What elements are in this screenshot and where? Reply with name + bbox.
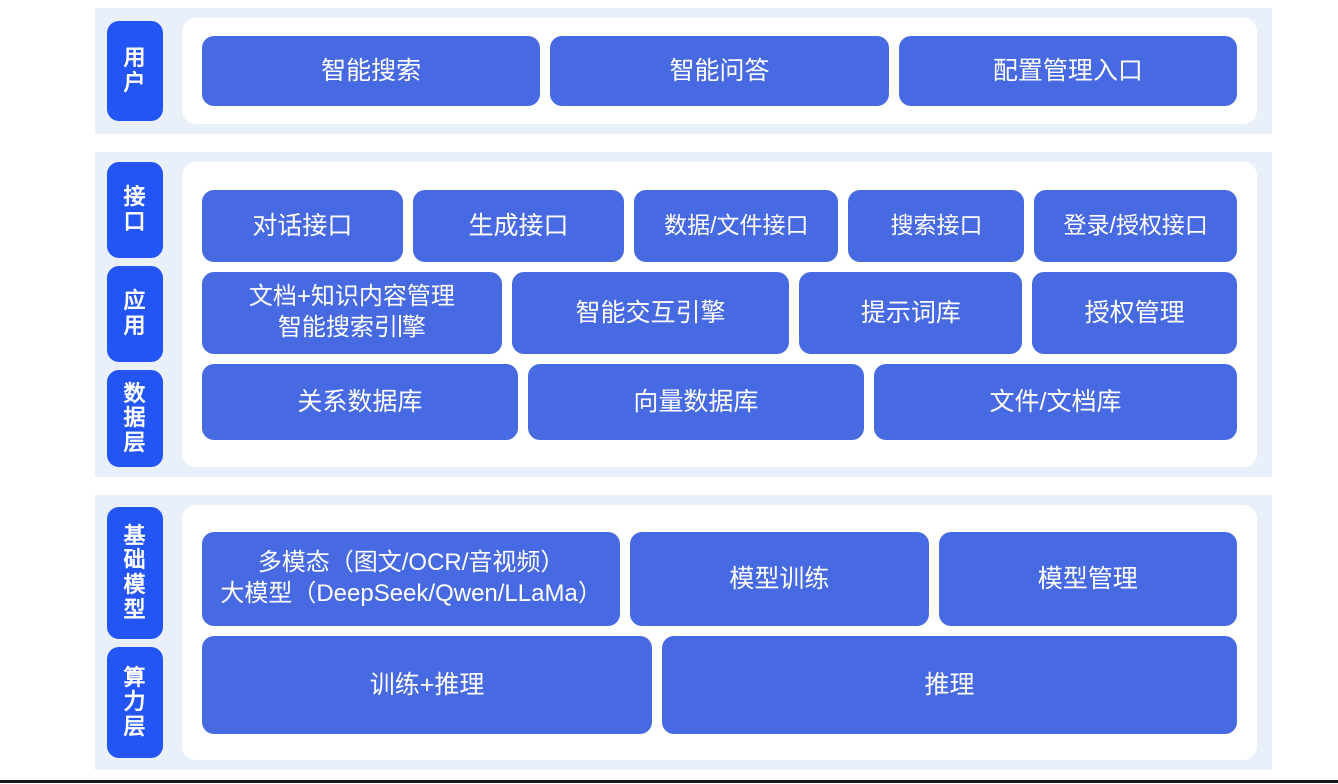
box-doc-knowledge-and-search-engine[interactable]: 文档+知识内容管理 智能搜索引擎 <box>202 271 502 354</box>
band-middle-panel: 对话接口 生成接口 数据/文件接口 搜索接口 登录/授权接口 文档+知识内容管理… <box>182 162 1257 467</box>
layer-tab-foundation-model[interactable]: 基础模型 <box>107 507 163 639</box>
box-authorization-management[interactable]: 授权管理 <box>1032 271 1237 354</box>
row-user-entries: 智能搜索 智能问答 配置管理入口 <box>202 36 1237 106</box>
band-base-layers: 基础模型 算力层 多模态（图文/OCR/音视频） 大模型（DeepSeek/Qw… <box>95 495 1272 770</box>
box-config-management-entry[interactable]: 配置管理入口 <box>898 36 1237 106</box>
bottom-rule-divider <box>0 780 1338 783</box>
row-models: 多模态（图文/OCR/音视频） 大模型（DeepSeek/Qwen/LLaMa）… <box>202 531 1237 626</box>
box-prompt-library[interactable]: 提示词库 <box>799 271 1023 354</box>
band-base-panel: 多模态（图文/OCR/音视频） 大模型（DeepSeek/Qwen/LLaMa）… <box>182 505 1257 760</box>
box-smart-search[interactable]: 智能搜索 <box>202 36 541 106</box>
box-multimodal-foundation-models[interactable]: 多模态（图文/OCR/音视频） 大模型（DeepSeek/Qwen/LLaMa） <box>202 531 621 626</box>
box-doc-knowledge-and-search-engine-label: 文档+知识内容管理 智能搜索引擎 <box>248 282 455 341</box>
row-data-stores: 关系数据库 向量数据库 文件/文档库 <box>202 363 1237 440</box>
layer-tab-compute-label: 算力层 <box>123 664 147 739</box>
box-relational-database[interactable]: 关系数据库 <box>202 363 518 440</box>
band-middle-layers: 接口 应用 数据层 对话接口 生成接口 数据/文件接口 搜索接口 登录/授权接口… <box>95 152 1272 477</box>
layer-tab-data-label: 数据层 <box>123 380 147 455</box>
box-file-document-store[interactable]: 文件/文档库 <box>874 363 1237 440</box>
box-inference[interactable]: 推理 <box>662 635 1237 734</box>
band-user-layer: 用户 智能搜索 智能问答 配置管理入口 <box>95 8 1272 134</box>
band-base-label-column: 基础模型 算力层 <box>95 495 167 770</box>
layer-tab-interface-label: 接口 <box>123 184 147 234</box>
layer-tab-interface[interactable]: 接口 <box>107 162 163 258</box>
box-dialog-api[interactable]: 对话接口 <box>202 189 403 262</box>
row-compute: 训练+推理 推理 <box>202 635 1237 734</box>
layer-tab-foundation-model-label: 基础模型 <box>123 522 147 622</box>
layer-tab-user[interactable]: 用户 <box>107 21 163 121</box>
box-smart-qa[interactable]: 智能问答 <box>550 36 889 106</box>
band-user-label-column: 用户 <box>95 8 167 134</box>
box-search-api[interactable]: 搜索接口 <box>848 189 1025 262</box>
layer-tab-application-label: 应用 <box>123 288 147 338</box>
layer-tab-compute[interactable]: 算力层 <box>107 647 163 758</box>
layer-tab-application[interactable]: 应用 <box>107 266 163 362</box>
box-training-and-inference[interactable]: 训练+推理 <box>202 635 653 734</box>
box-data-file-api[interactable]: 数据/文件接口 <box>634 189 839 262</box>
text-caret-icon <box>398 314 401 338</box>
band-middle-label-column: 接口 应用 数据层 <box>95 152 167 477</box>
box-login-auth-api[interactable]: 登录/授权接口 <box>1034 189 1237 262</box>
row-interface: 对话接口 生成接口 数据/文件接口 搜索接口 登录/授权接口 <box>202 189 1237 262</box>
row-application: 文档+知识内容管理 智能搜索引擎 智能交互引擎 提示词库 授权管理 <box>202 271 1237 354</box>
layer-tab-data[interactable]: 数据层 <box>107 370 163 467</box>
band-user-panel: 智能搜索 智能问答 配置管理入口 <box>182 18 1257 124</box>
box-vector-database[interactable]: 向量数据库 <box>527 363 865 440</box>
box-generation-api[interactable]: 生成接口 <box>412 189 625 262</box>
box-interaction-engine[interactable]: 智能交互引擎 <box>511 271 790 354</box>
box-model-management[interactable]: 模型管理 <box>938 531 1237 626</box>
box-model-training[interactable]: 模型训练 <box>630 531 929 626</box>
layer-tab-user-label: 用户 <box>123 45 147 95</box>
